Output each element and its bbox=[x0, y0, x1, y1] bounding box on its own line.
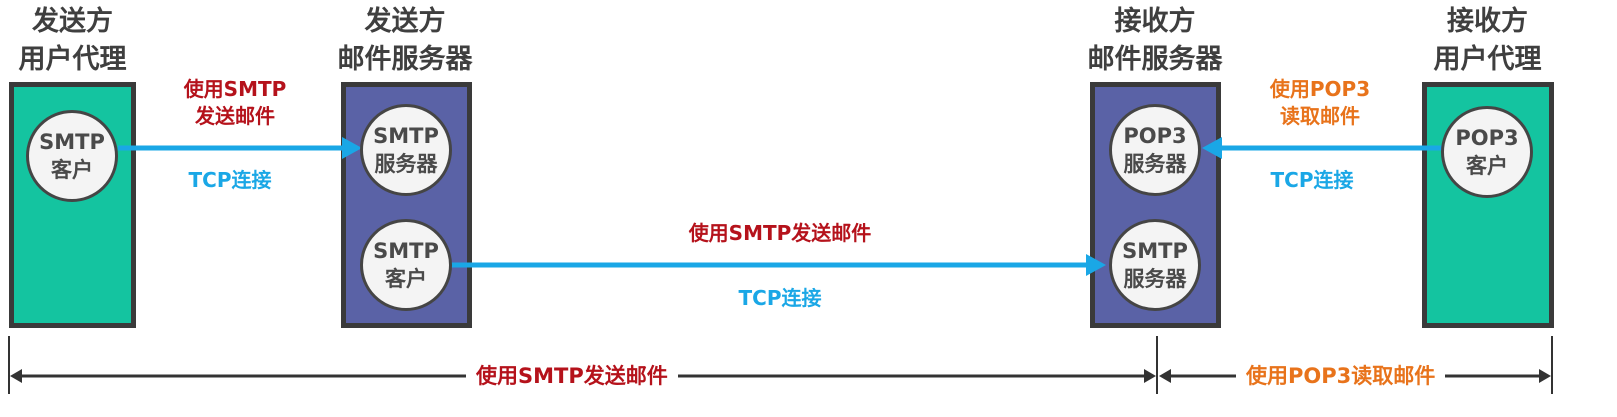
circle-line2: 服务器 bbox=[374, 152, 438, 176]
agent-to-server-connection: TCP连接 bbox=[188, 168, 272, 192]
server-to-agent-connection: TCP连接 bbox=[1270, 168, 1354, 192]
sender-server-title-line1: 发送方 bbox=[364, 6, 446, 37]
server-to-server-connection: TCP连接 bbox=[738, 286, 822, 310]
circle-line1: SMTP bbox=[39, 130, 105, 154]
server-to-server-arrow bbox=[450, 254, 1106, 276]
circle-line2: 服务器 bbox=[1123, 267, 1187, 291]
sender-agent-smtp-client: SMTP 客户 bbox=[26, 110, 118, 202]
circle-line1: POP3 bbox=[1123, 124, 1187, 148]
sender-server-title: 发送方 邮件服务器 bbox=[325, 3, 485, 79]
agent-to-server-arrow bbox=[118, 137, 362, 159]
server-to-server-label: 使用SMTP发送邮件 bbox=[688, 221, 872, 245]
server-to-agent-label: 使用POP3 读取邮件 bbox=[1245, 76, 1395, 130]
receiver-agent-title-line2: 用户代理 bbox=[1433, 44, 1542, 75]
sender-server-smtp-client: SMTP 客户 bbox=[360, 219, 452, 311]
sender-server-smtp-server: SMTP 服务器 bbox=[360, 104, 452, 196]
receiver-agent-title-line1: 接收方 bbox=[1447, 6, 1528, 37]
pop3-span-label: 使用POP3读取邮件 bbox=[1236, 362, 1446, 390]
circle-line2: 客户 bbox=[51, 158, 93, 182]
server-to-agent-label-line2: 读取邮件 bbox=[1280, 104, 1360, 128]
receiver-server-smtp-server: SMTP 服务器 bbox=[1109, 219, 1201, 311]
sender-agent-title: 发送方 用户代理 bbox=[0, 3, 145, 79]
circle-line2: 客户 bbox=[385, 267, 427, 291]
agent-to-server-label-line1: 使用SMTP bbox=[183, 77, 287, 101]
smtp-span-label: 使用SMTP发送邮件 bbox=[466, 362, 678, 390]
receiver-server-pop3-server: POP3 服务器 bbox=[1109, 104, 1201, 196]
circle-line2: 客户 bbox=[1466, 154, 1508, 178]
receiver-agent-title: 接收方 用户代理 bbox=[1415, 3, 1560, 79]
circle-line1: POP3 bbox=[1455, 126, 1519, 150]
agent-to-server-label: 使用SMTP 发送邮件 bbox=[160, 76, 310, 130]
server-to-agent-arrow bbox=[1202, 137, 1444, 159]
circle-line2: 服务器 bbox=[1123, 152, 1187, 176]
circle-line1: SMTP bbox=[373, 239, 439, 263]
sender-server-title-line2: 邮件服务器 bbox=[337, 44, 473, 75]
agent-to-server-label-line2: 发送邮件 bbox=[195, 104, 275, 128]
sender-agent-title-line2: 用户代理 bbox=[18, 44, 127, 75]
circle-line1: SMTP bbox=[1122, 239, 1188, 263]
server-to-agent-label-line1: 使用POP3 bbox=[1269, 77, 1371, 101]
receiver-server-title-line2: 邮件服务器 bbox=[1087, 44, 1223, 75]
receiver-agent-pop3-client: POP3 客户 bbox=[1441, 106, 1533, 198]
receiver-server-title: 接收方 邮件服务器 bbox=[1075, 3, 1235, 79]
receiver-server-title-line1: 接收方 bbox=[1114, 6, 1196, 37]
sender-agent-title-line1: 发送方 bbox=[32, 6, 113, 37]
circle-line1: SMTP bbox=[373, 124, 439, 148]
